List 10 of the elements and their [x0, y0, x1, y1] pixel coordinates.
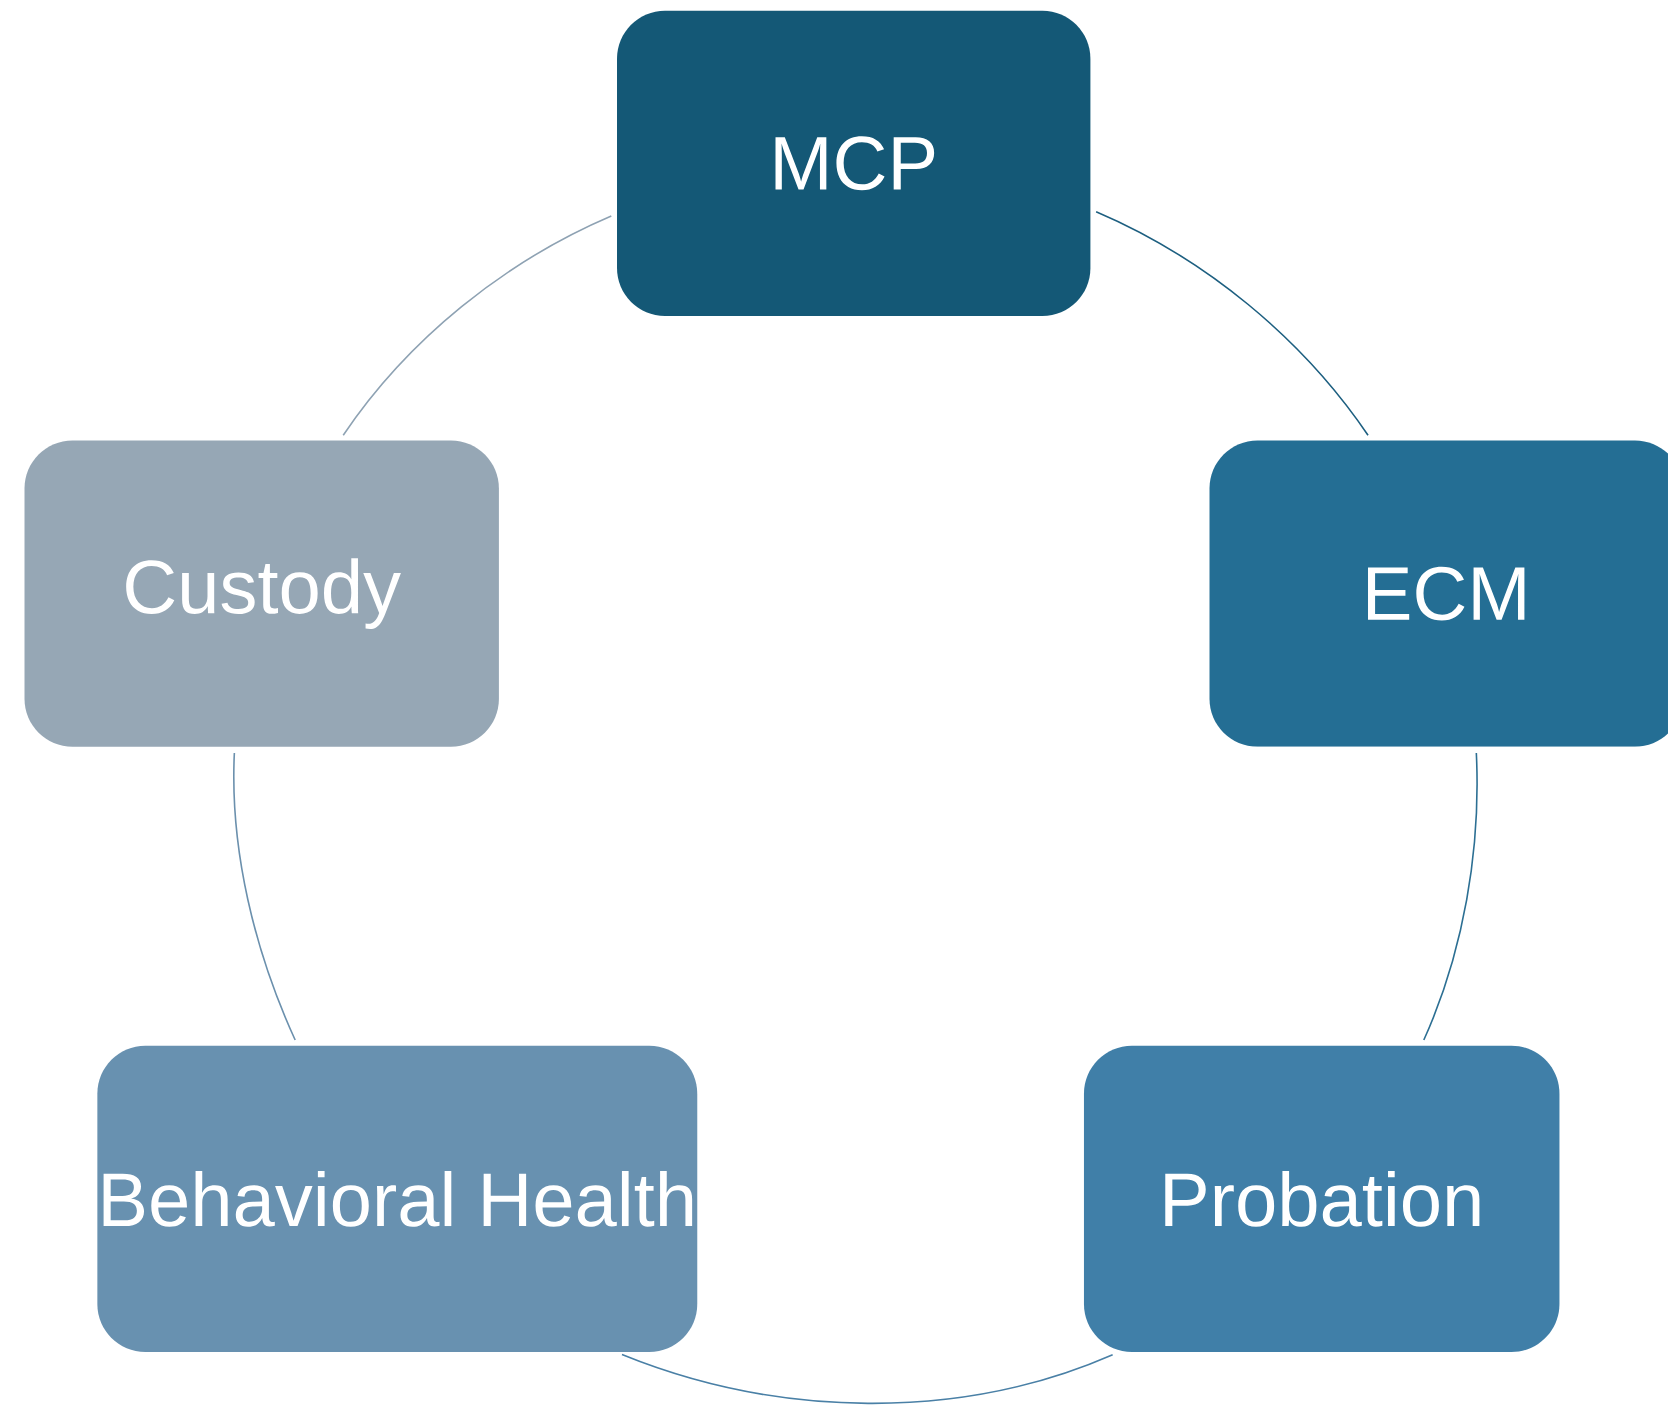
connector-arc	[621, 1353, 1114, 1405]
connector-arc	[1095, 210, 1369, 437]
process-box: MCP	[617, 10, 1091, 316]
process-box: Behavioral Health	[97, 1045, 698, 1353]
connector-arc	[233, 752, 296, 1041]
process-box: Probation	[1083, 1045, 1560, 1353]
connector-arc	[1423, 752, 1478, 1041]
process-box: ECM	[1209, 440, 1668, 747]
connector-arc	[342, 215, 613, 436]
process-box: Custody	[24, 440, 499, 747]
